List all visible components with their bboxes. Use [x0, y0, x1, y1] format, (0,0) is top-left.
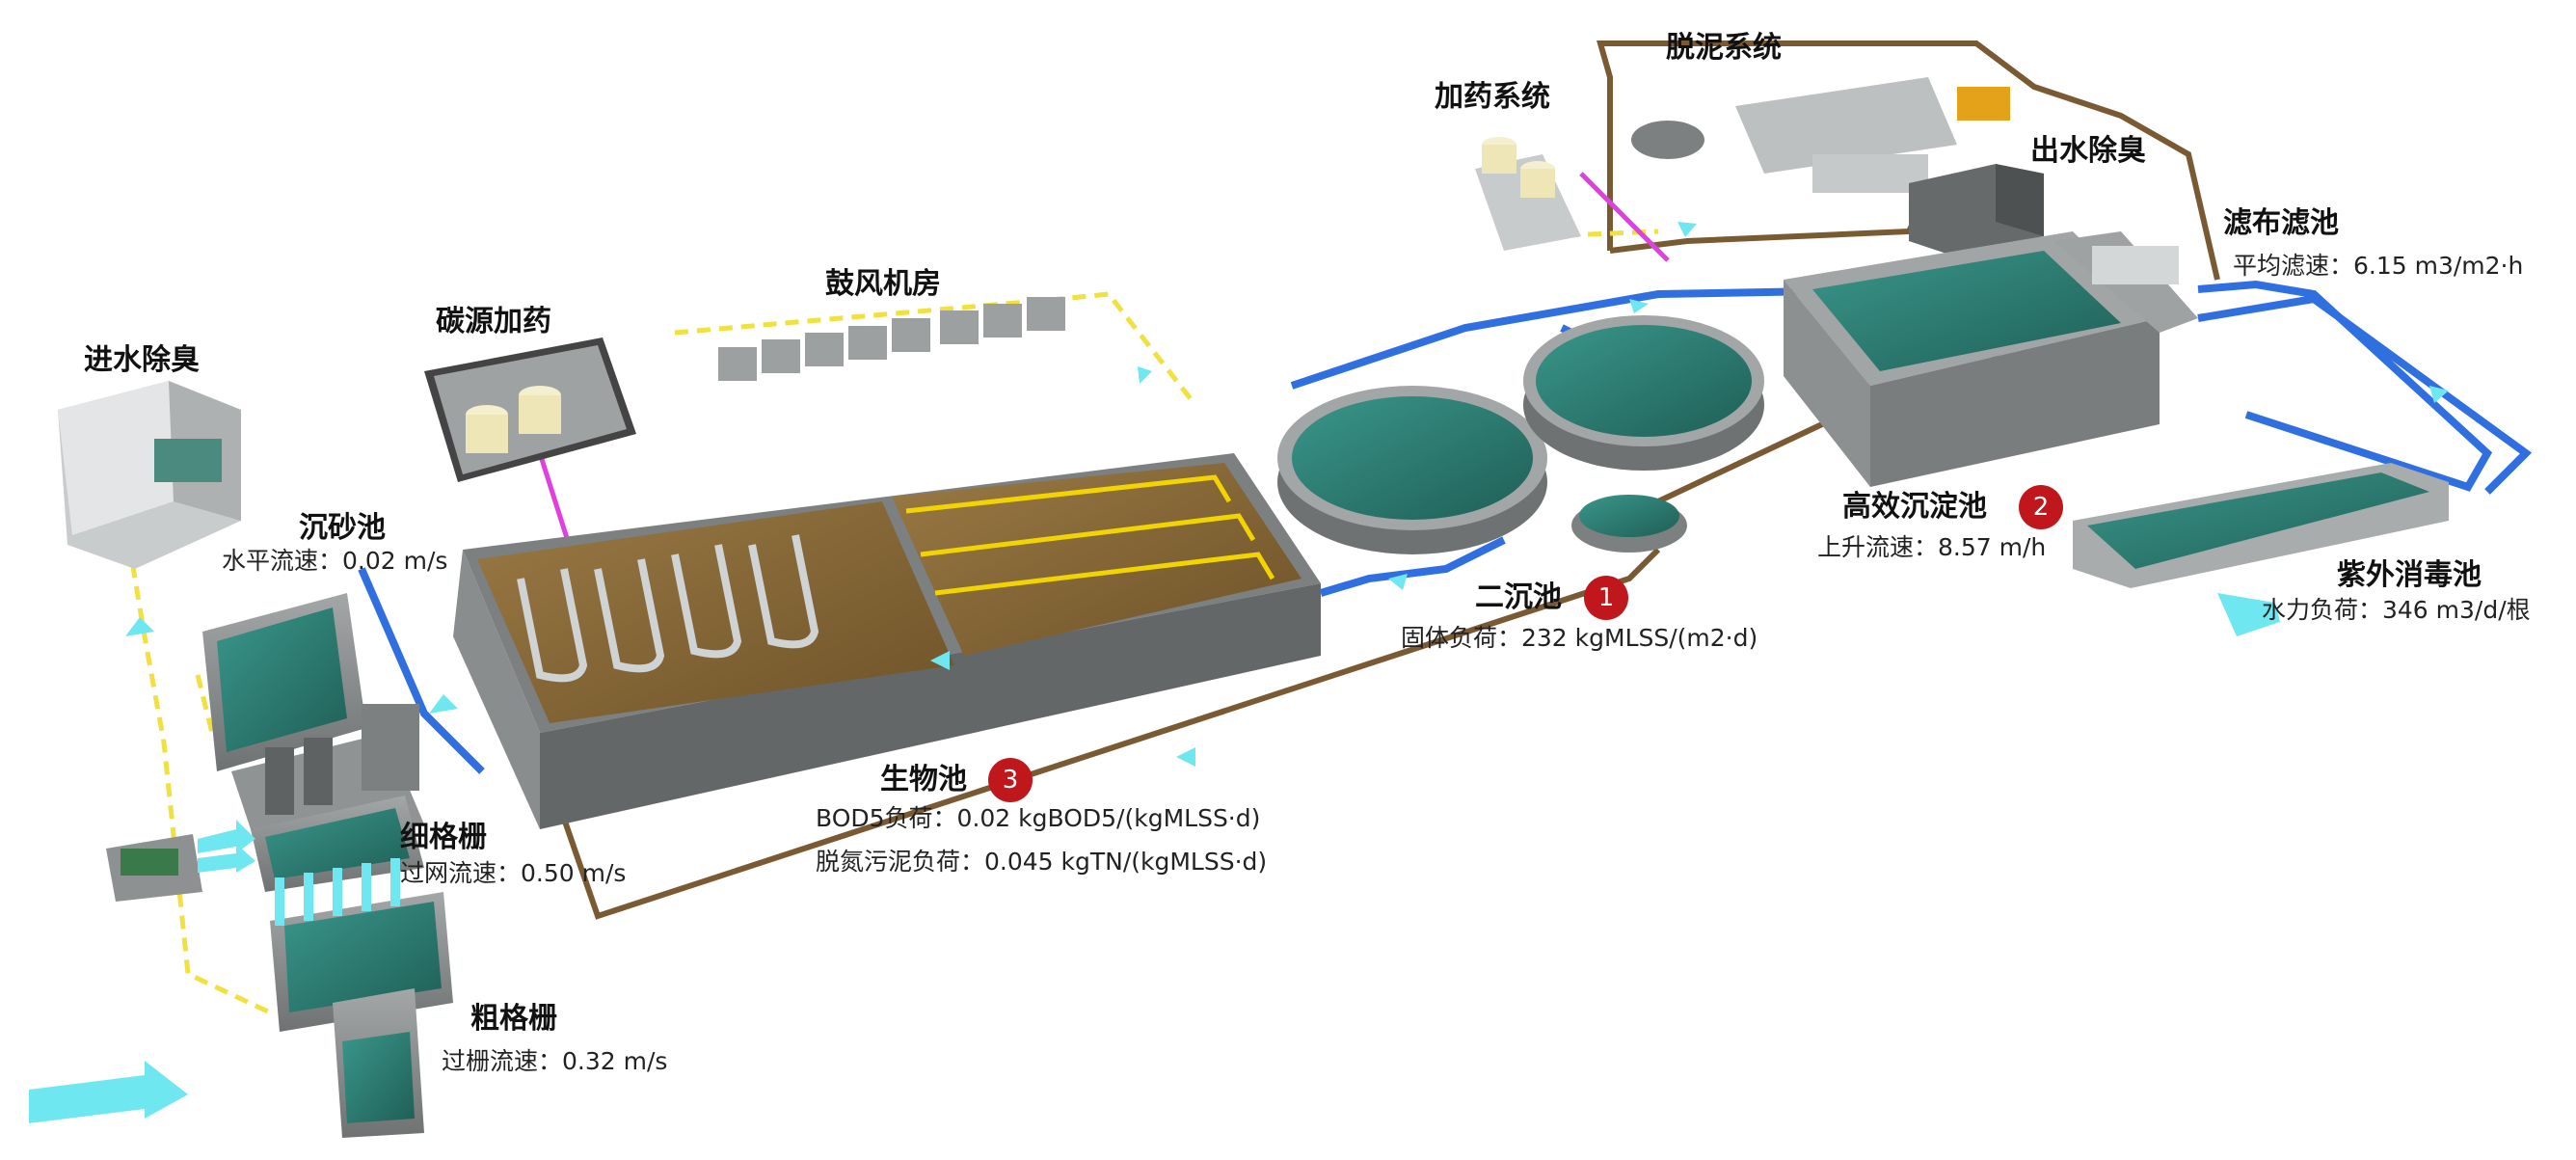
coarse-screen-structure: [270, 892, 453, 1138]
grit-chamber-param: 水平流速：0.02 m/s: [222, 547, 448, 575]
fine-screen-structure: [251, 796, 424, 892]
uv-disinfection-tank: [2073, 463, 2449, 636]
bio-tank-title: 生物池: [880, 763, 967, 796]
carbon-dosing-room: [424, 337, 636, 482]
blower-room-title: 鼓风机房: [825, 267, 941, 301]
uv-disinfection-param: 水力负荷：346 m3/d/根: [2262, 596, 2531, 624]
secondary-clarifier-title: 二沉池: [1475, 580, 1562, 614]
bio-tank-param-bod: BOD5负荷：0.02 kgBOD5/(kgMLSS·d): [816, 804, 1261, 832]
high-eff-settler-param: 上升流速：8.57 m/h: [1817, 533, 2047, 561]
fine-screen-param: 过网流速：0.50 m/s: [400, 859, 627, 887]
uv-disinfection-title: 紫外消毒池: [2337, 558, 2482, 592]
dosing-system-title: 加药系统: [1435, 80, 1550, 114]
inlet-pump-unit: [106, 834, 202, 902]
dewatering-equipment: [1631, 77, 2010, 193]
secondary-clarifier-param: 固体负荷：232 kgMLSS/(m2·d): [1401, 624, 1758, 652]
cloth-filter-title: 滤布滤池: [2223, 206, 2339, 240]
outlet-deodor-building: [1909, 164, 2044, 256]
secondary-clarifier-tanks: [1277, 315, 1764, 554]
cloth-filter: [2053, 231, 2198, 333]
fine-screen-title: 细格栅: [400, 821, 487, 854]
coarse-screen-title: 粗格栅: [470, 1002, 557, 1036]
secondary-clarifier-badge: 1: [1584, 576, 1628, 620]
blower-units: [718, 297, 1065, 381]
coarse-screen-param: 过栅流速：0.32 m/s: [442, 1047, 668, 1075]
bio-tank-param-tn: 脱氮污泥负荷：0.045 kgTN/(kgMLSS·d): [816, 848, 1268, 876]
carbon-dosing-title: 碳源加药: [436, 305, 551, 338]
sludge-dewatering-title: 脱泥系统: [1666, 31, 1782, 65]
high-efficiency-settler: [1784, 231, 2160, 487]
inlet-deodor-building: [58, 381, 241, 569]
inlet-arrows: [29, 820, 400, 1123]
flow-direction-arrows: [125, 222, 2449, 767]
bio-tank-badge: 3: [988, 758, 1033, 802]
bio-tank-structure: [453, 453, 1321, 829]
dosing-system-equipment: [1475, 137, 1581, 251]
cloth-filter-param: 平均滤速：6.15 m3/m2·h: [2233, 252, 2524, 280]
air-lines: [122, 173, 1659, 1015]
outlet-deodor-title: 出水除臭: [2030, 134, 2146, 168]
inlet-deodor-title: 进水除臭: [84, 343, 200, 377]
grit-chamber-title: 沉砂池: [299, 511, 386, 545]
high-eff-settler-badge: 2: [2019, 485, 2063, 529]
high-eff-settler-title: 高效沉淀池: [1842, 490, 1987, 524]
